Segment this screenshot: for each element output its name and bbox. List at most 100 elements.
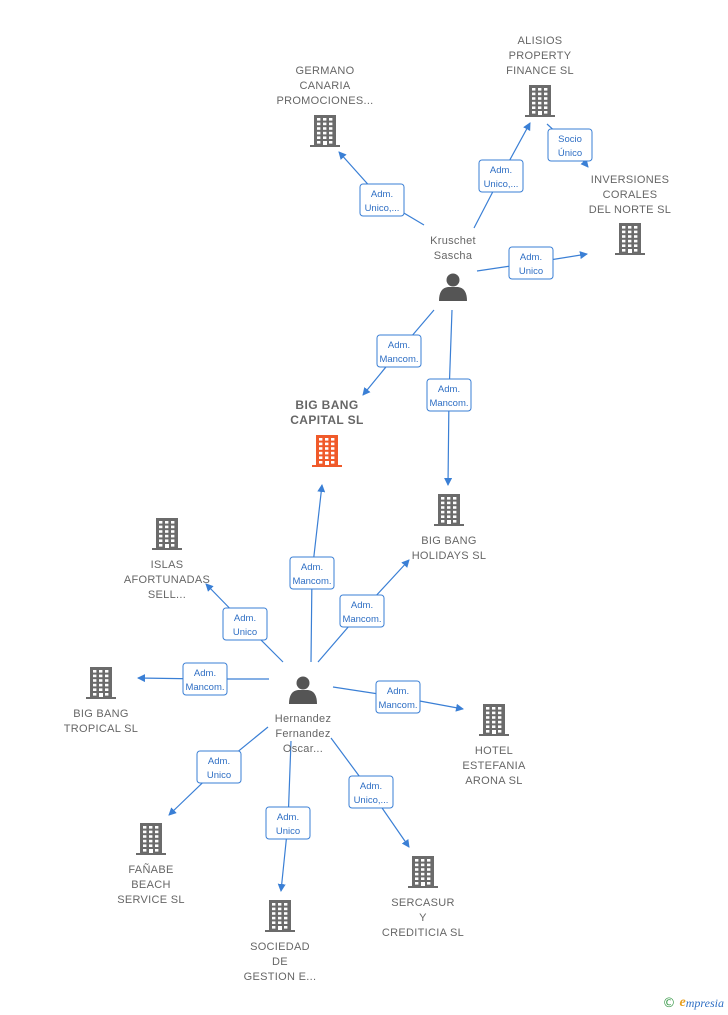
edge-label-kruschet-to-bigbang_capital[interactable]: Adm. Mancom.	[376, 334, 422, 368]
edge-label-text: Unico	[276, 826, 300, 837]
node-label-sercasur: SERCASUR	[391, 897, 455, 909]
building-icon	[265, 900, 295, 932]
edge-label-text: Adm.	[277, 812, 299, 823]
node-label-inversiones: CORALES	[603, 189, 658, 201]
edge-label-text: Unico,...	[365, 203, 400, 214]
edge-label-kruschet-to-alisios[interactable]: Adm.Unico,...	[478, 159, 524, 193]
copyright-icon: ©	[662, 995, 676, 1011]
node-label-fanabe: SERVICE SL	[117, 894, 185, 906]
building-icon-highlighted	[312, 435, 342, 467]
building-icon	[310, 115, 340, 147]
edge-label-box	[478, 159, 524, 193]
edge-label-hernandez-to-islas[interactable]: Adm. Unico	[222, 607, 268, 641]
node-bigbang_holidays[interactable]: BIG BANG HOLIDAYS SL	[412, 494, 487, 562]
edge-label-hernandez-to-sociedad[interactable]: Adm. Unico	[265, 806, 311, 840]
node-inversiones[interactable]: INVERSIONES CORALES DEL NORTE SL	[589, 174, 671, 255]
edge-label-text: Unico,...	[484, 179, 519, 190]
node-hernandez[interactable]: HernandezFernandezOscar...	[275, 676, 332, 756]
node-label-kruschet: Sascha	[434, 250, 473, 262]
edge-label-text: Adm.	[520, 252, 542, 263]
node-label-kruschet: Kruschet	[430, 235, 476, 247]
node-label-alisios: ALISIOS	[518, 35, 563, 47]
edge-label-hernandez-to-bigbang_capital[interactable]: Adm. Mancom.	[289, 556, 335, 590]
node-label-islas: SELL...	[148, 589, 186, 601]
edge-label-text: Unico	[233, 627, 257, 638]
edge-label-hernandez-to-sercasur[interactable]: Adm. Unico,...	[348, 775, 394, 809]
node-label-hotel: HOTEL	[475, 745, 513, 757]
edge-label-text: Adm.	[438, 384, 460, 395]
edge-label-text: Unico	[207, 770, 231, 781]
edge-label-box	[348, 775, 394, 809]
edge-label-box	[339, 594, 385, 628]
node-germano[interactable]: GERMANOCANARIAPROMOCIONES...	[276, 65, 373, 147]
edge-label-text: Adm.	[208, 756, 230, 767]
node-label-germano: PROMOCIONES...	[276, 95, 373, 107]
edge-label-hernandez-to-fanabe[interactable]: Adm. Unico	[196, 750, 242, 784]
node-label-bigbang_capital: CAPITAL SL	[290, 413, 364, 427]
edge-label-text: Adm.	[194, 668, 216, 679]
edge-label-text: Mancom.	[429, 398, 468, 409]
node-hotel[interactable]: HOTEL ESTEFANIA ARONA SL	[462, 704, 526, 787]
edge-label-kruschet-to-inversiones[interactable]: Adm. Unico	[508, 246, 554, 280]
edge-label-kruschet-to-germano[interactable]: Adm. Unico,...	[359, 183, 405, 217]
edge-label-text: Adm.	[387, 686, 409, 697]
node-label-inversiones: INVERSIONES	[591, 174, 670, 186]
edge-label-text: Adm.	[371, 189, 393, 200]
edge-label-box	[182, 662, 228, 696]
node-label-hernandez: Fernandez	[275, 728, 330, 740]
edge-label-text: Mancom.	[379, 354, 418, 365]
edge-label-box	[426, 378, 472, 412]
node-label-islas: AFORTUNADAS	[124, 574, 210, 586]
edge-label-text: Unico	[519, 266, 543, 277]
edge-label-kruschet-to-bigbang_holidays[interactable]: Adm. Mancom.	[426, 378, 472, 412]
edge-label-text: Adm.	[388, 340, 410, 351]
node-label-sociedad: GESTION E...	[244, 971, 317, 983]
building-icon	[615, 223, 645, 255]
node-label-bigbang_capital: BIG BANG	[295, 398, 358, 412]
brand-logo-initial: e	[679, 995, 686, 1010]
edge-label-text: Único	[558, 148, 582, 159]
brand-logo-text: mpresia	[685, 995, 724, 1010]
edge-label-box	[265, 806, 311, 840]
node-islas[interactable]: ISLAS AFORTUNADAS SELL...	[124, 518, 210, 601]
edge-label-hernandez-to-bigbang_holidays[interactable]: Adm.Mancom.	[339, 594, 385, 628]
node-label-bigbang_holidays: HOLIDAYS SL	[412, 550, 487, 562]
node-label-bigbang_tropical: BIG BANG	[73, 708, 129, 720]
node-label-hotel: ARONA SL	[465, 775, 522, 787]
node-label-hernandez: Oscar...	[283, 743, 323, 755]
edge-label-text: Adm.	[234, 613, 256, 624]
building-icon	[86, 667, 116, 699]
node-label-inversiones: DEL NORTE SL	[589, 204, 671, 216]
building-icon	[408, 856, 438, 888]
edge-label-text: Adm.	[351, 600, 373, 611]
edge-label-text: Adm.	[301, 562, 323, 573]
building-icon	[152, 518, 182, 550]
person-icon	[439, 273, 467, 301]
edge-label-text: Unico,...	[354, 795, 389, 806]
node-label-germano: CANARIA	[300, 80, 351, 92]
node-label-alisios: FINANCE SL	[506, 65, 574, 77]
edge-label-box	[508, 246, 554, 280]
edge-label-hernandez-to-hotel[interactable]: Adm.Mancom.	[375, 680, 421, 714]
edge-label-hernandez-to-bigbang_tropical[interactable]: Adm. Mancom.	[182, 662, 228, 696]
node-label-hotel: ESTEFANIA	[462, 760, 526, 772]
node-label-bigbang_holidays: BIG BANG	[421, 535, 477, 547]
person-icon	[289, 676, 317, 704]
building-icon	[434, 494, 464, 526]
node-label-islas: ISLAS	[151, 559, 184, 571]
edge-label-text: Mancom.	[185, 682, 224, 693]
node-label-fanabe: FAÑABE	[128, 863, 173, 876]
edge-label-text: Mancom.	[292, 576, 331, 587]
edge-label-text: Socio	[558, 134, 582, 145]
edge-label-text: Adm.	[360, 781, 382, 792]
